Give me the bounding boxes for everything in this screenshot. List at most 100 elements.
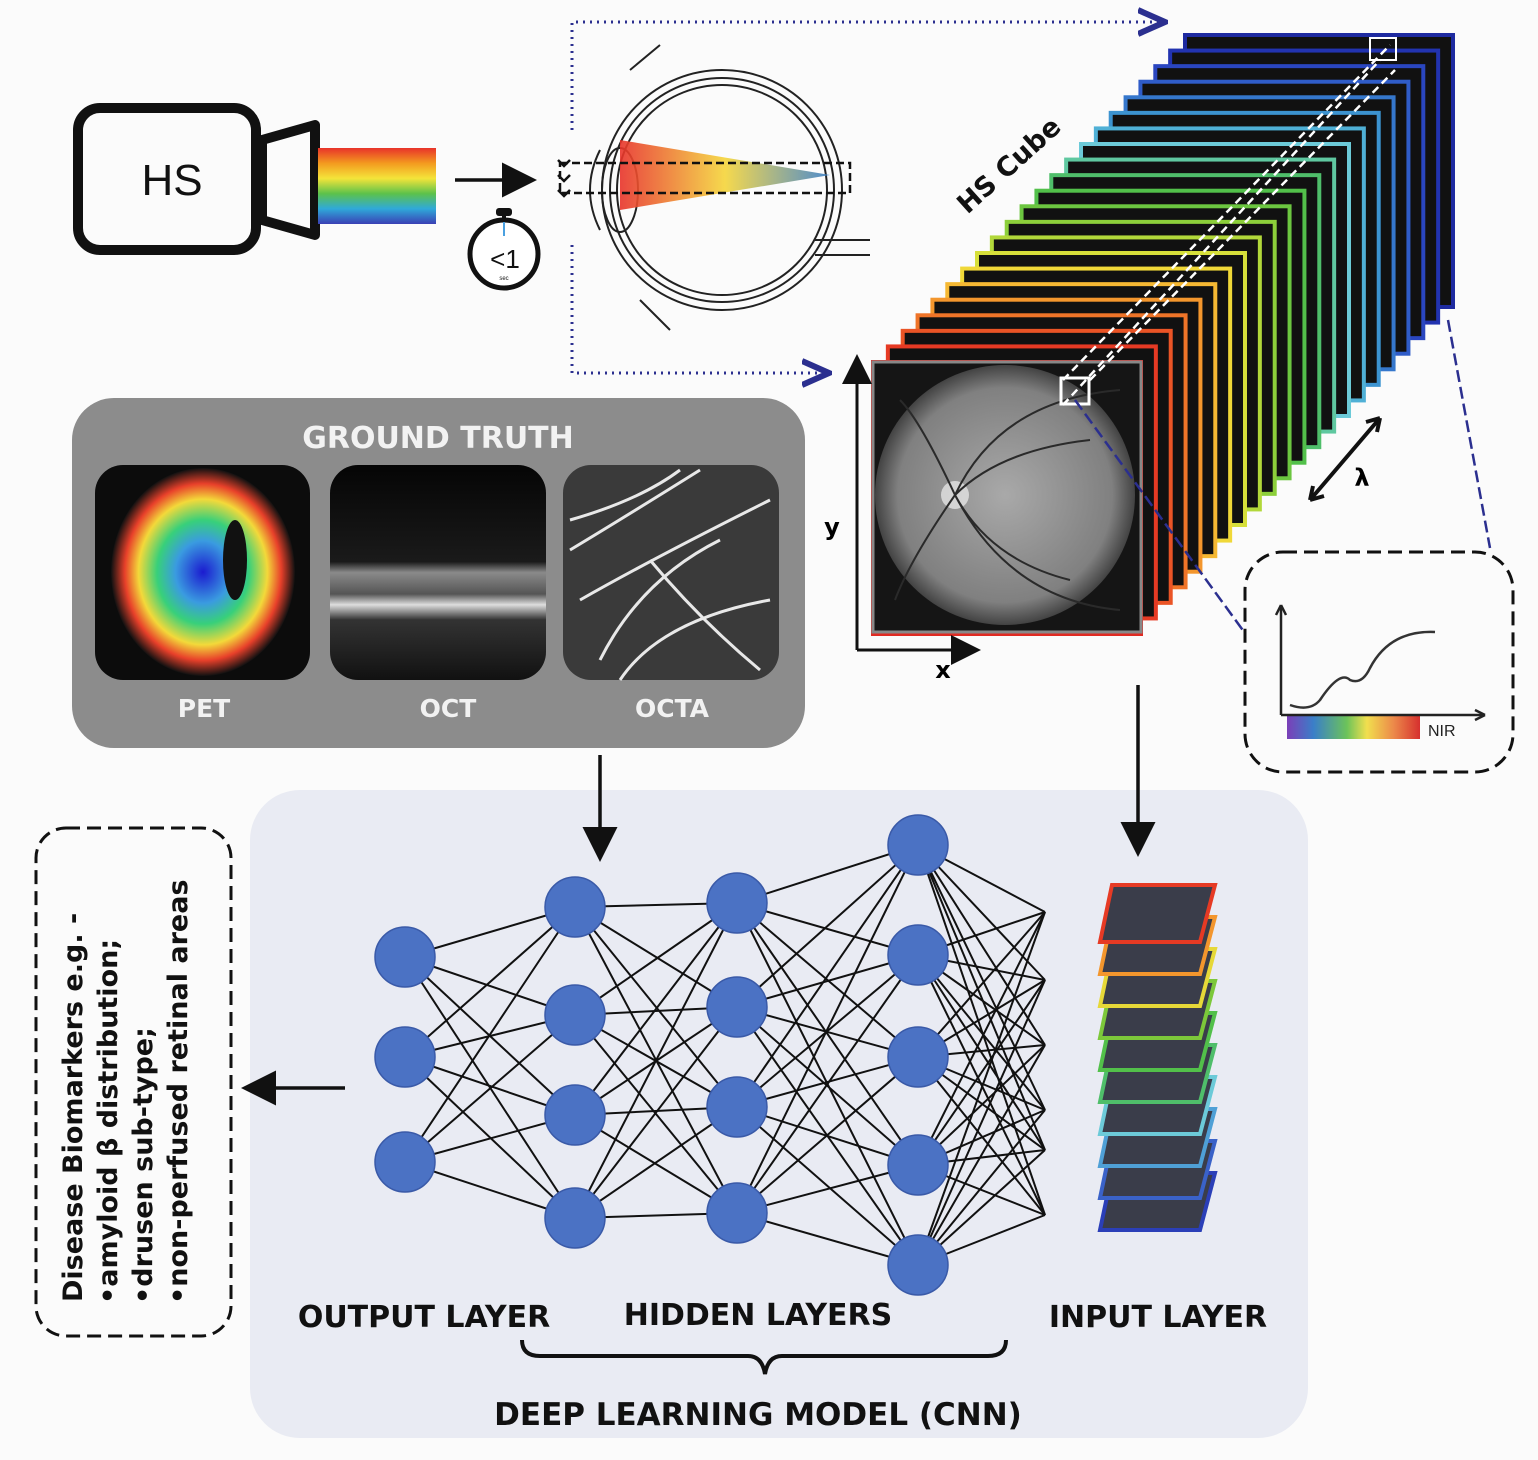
nir-label: NIR (1428, 723, 1456, 740)
network-edge (736, 1056, 919, 1108)
lambda-axis-label: λ (1354, 464, 1369, 492)
network-node (374, 1026, 436, 1088)
biomarkers-text: Disease Biomarkers e.g. - •amyloid β dis… (58, 879, 194, 1304)
x-axis-label: x (935, 656, 951, 684)
lambda-axis-arrow (1308, 416, 1382, 502)
network-node (887, 814, 949, 876)
oct-label: OCT (420, 694, 477, 723)
network-edge (917, 911, 1046, 1166)
network-node (544, 1187, 606, 1249)
hs-camera-icon: HS (73, 103, 320, 255)
model-brace (520, 1339, 1008, 1375)
model-title: DEEP LEARNING MODEL (CNN) (494, 1397, 1022, 1433)
pet-label: PET (178, 694, 230, 723)
inset-axes (1279, 605, 1485, 717)
network-edge (404, 1014, 576, 1163)
network-edge (917, 911, 1046, 1058)
network-edge (917, 844, 1046, 981)
network-edge (574, 906, 738, 1108)
network-edge (917, 954, 1046, 1151)
network-edge (736, 1106, 919, 1266)
network-node (887, 924, 949, 986)
network-node (544, 984, 606, 1046)
network-edge (917, 979, 1046, 1266)
light-spectrum-beam (318, 148, 436, 224)
timer-value: <1 (490, 244, 520, 274)
network-node (706, 976, 768, 1038)
biomarkers-line-2: •drusen sub-type; (128, 1027, 159, 1304)
oct-image (330, 465, 546, 680)
network-node (706, 1076, 768, 1138)
timer-unit: sec (499, 276, 508, 282)
network-edge (917, 954, 1046, 1111)
hidden-layers-label: HIDDEN LAYERS (624, 1298, 893, 1333)
network-edge (574, 1006, 738, 1219)
octa-image (563, 465, 779, 681)
octa-label: OCTA (635, 694, 710, 723)
spectrum-bar (1287, 716, 1420, 739)
network-edge (917, 979, 1046, 1166)
network-edge (917, 1109, 1046, 1266)
network-edge (574, 902, 738, 1219)
input-layer-stack (1097, 883, 1218, 1232)
network-edge (574, 902, 738, 1116)
network-edge (404, 906, 576, 1058)
output-layer-label: OUTPUT LAYER (298, 1300, 550, 1335)
network-node (887, 1234, 949, 1296)
fundus-image (871, 360, 1143, 634)
network-node (544, 1084, 606, 1146)
network-edge (736, 954, 919, 1008)
biomarkers-box (34, 826, 233, 1338)
dotted-arrow-top (570, 22, 1162, 130)
input-feature-map (1097, 883, 1218, 944)
biomarkers-line-1: •amyloid β distribution; (93, 939, 124, 1304)
network-edge (574, 1106, 738, 1219)
inset-leader-lines (1073, 319, 1492, 641)
network-nodes (374, 814, 949, 1296)
network-edge (736, 1212, 919, 1266)
eye-diagram (557, 44, 870, 331)
pixel-marker-back (1369, 37, 1397, 61)
pet-image (95, 465, 310, 680)
input-layer-label: INPUT LAYER (1049, 1300, 1267, 1335)
network-edge (736, 844, 919, 1008)
network-edge (736, 902, 919, 956)
network-edge (736, 844, 919, 904)
network-edge (574, 906, 738, 1008)
network-node (374, 926, 436, 988)
ground-truth-title: GROUND TRUTH (302, 421, 574, 456)
stopwatch-icon: <1 sec (467, 208, 541, 291)
network-edges (404, 844, 1046, 1266)
spectrum-curve (1289, 630, 1436, 709)
network-edge (574, 1114, 738, 1214)
camera-label: HS (141, 156, 202, 205)
model-panel (250, 790, 1308, 1438)
network-node (887, 1026, 949, 1088)
network-edge (736, 954, 919, 1214)
pixel-spectrum-column (1062, 44, 1396, 406)
biomarkers-line-3: •non-perfused retinal areas (163, 879, 194, 1304)
network-edge (736, 844, 919, 1214)
y-axis-label: y (824, 513, 840, 541)
network-node (706, 1182, 768, 1244)
network-node (374, 1131, 436, 1193)
inset-axis-arrowheads (1274, 604, 1486, 722)
pixel-marker (1059, 376, 1091, 406)
network-edge (574, 902, 738, 1016)
network-edge (736, 1006, 919, 1166)
network-edge (917, 954, 1046, 1216)
network-edge (917, 844, 1046, 1151)
network-node (544, 876, 606, 938)
network-edge (736, 844, 919, 1108)
dotted-arrow-bottom (570, 245, 826, 373)
network-edge (736, 902, 919, 1166)
network-edge (917, 1044, 1046, 1266)
network-node (887, 1134, 949, 1196)
network-edge (736, 1164, 919, 1214)
network-node (706, 872, 768, 934)
network-edge (917, 911, 1046, 1266)
network-edge (917, 1056, 1046, 1216)
biomarkers-line-0: Disease Biomarkers e.g. - (58, 913, 89, 1302)
network-edge (404, 906, 576, 1163)
